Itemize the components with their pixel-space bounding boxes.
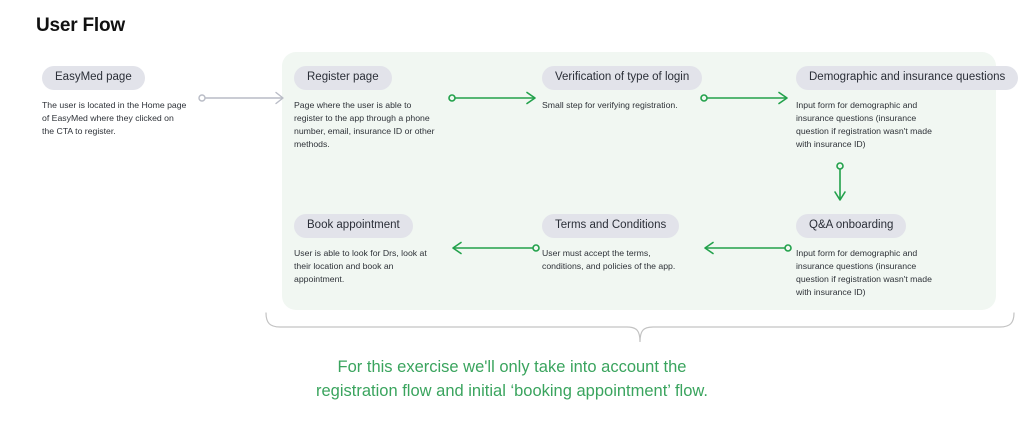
flow-node-easymed-page[interactable]: EasyMed page The user is located in the …	[42, 66, 232, 138]
page-title: User Flow	[36, 15, 125, 36]
caption-note: For this exercise we'll only take into a…	[0, 356, 1024, 404]
flow-node-description: User must accept the terms, conditions, …	[542, 247, 676, 271]
curly-brace-icon	[265, 312, 1015, 349]
flow-node-qa-onboarding[interactable]: Q&A onboarding Input form for demographi…	[796, 214, 986, 300]
flow-node-terms-and-conditions[interactable]: Terms and Conditions User must accept th…	[542, 214, 732, 273]
flow-node-verification-of-type-of-login[interactable]: Verification of type of login Small step…	[542, 66, 732, 112]
connector-arrow-left-icon	[448, 240, 540, 261]
flow-node-description: Input form for demographic and insurance…	[796, 99, 932, 150]
flow-node-description: Page where the user is able to register …	[294, 99, 435, 150]
connector-arrow-left-icon	[700, 240, 792, 261]
flow-node-description: User is able to look for Drs, look at th…	[294, 247, 427, 285]
connector-arrow-down-icon	[828, 162, 852, 209]
caption-line-1: For this exercise we'll only take into a…	[337, 358, 687, 376]
flow-panel-background	[282, 52, 996, 310]
flow-node-register-page[interactable]: Register page Page where the user is abl…	[294, 66, 484, 152]
flow-node-book-appointment[interactable]: Book appointment User is able to look fo…	[294, 214, 484, 286]
flow-node-label: Book appointment	[294, 214, 413, 238]
flow-node-label: Register page	[294, 66, 392, 90]
flow-node-label: Demographic and insurance questions	[796, 66, 1019, 90]
flow-node-label: EasyMed page	[42, 66, 145, 90]
flow-node-label: Verification of type of login	[542, 66, 703, 90]
connector-arrow-right-icon	[700, 90, 792, 111]
flow-node-description: Input form for demographic and insurance…	[796, 247, 932, 298]
flow-node-demographic-and-insurance-questions[interactable]: Demographic and insurance questions Inpu…	[796, 66, 1019, 152]
flow-node-label: Q&A onboarding	[796, 214, 907, 238]
flow-node-description: Small step for verifying registration.	[542, 99, 678, 110]
caption-line-2: registration flow and initial ‘booking a…	[316, 381, 708, 400]
flow-node-label: Terms and Conditions	[542, 214, 680, 238]
flow-node-description: The user is located in the Home page of …	[42, 99, 187, 137]
connector-arrow-right-icon	[448, 90, 540, 111]
connector-arrow-right-icon	[198, 90, 288, 111]
